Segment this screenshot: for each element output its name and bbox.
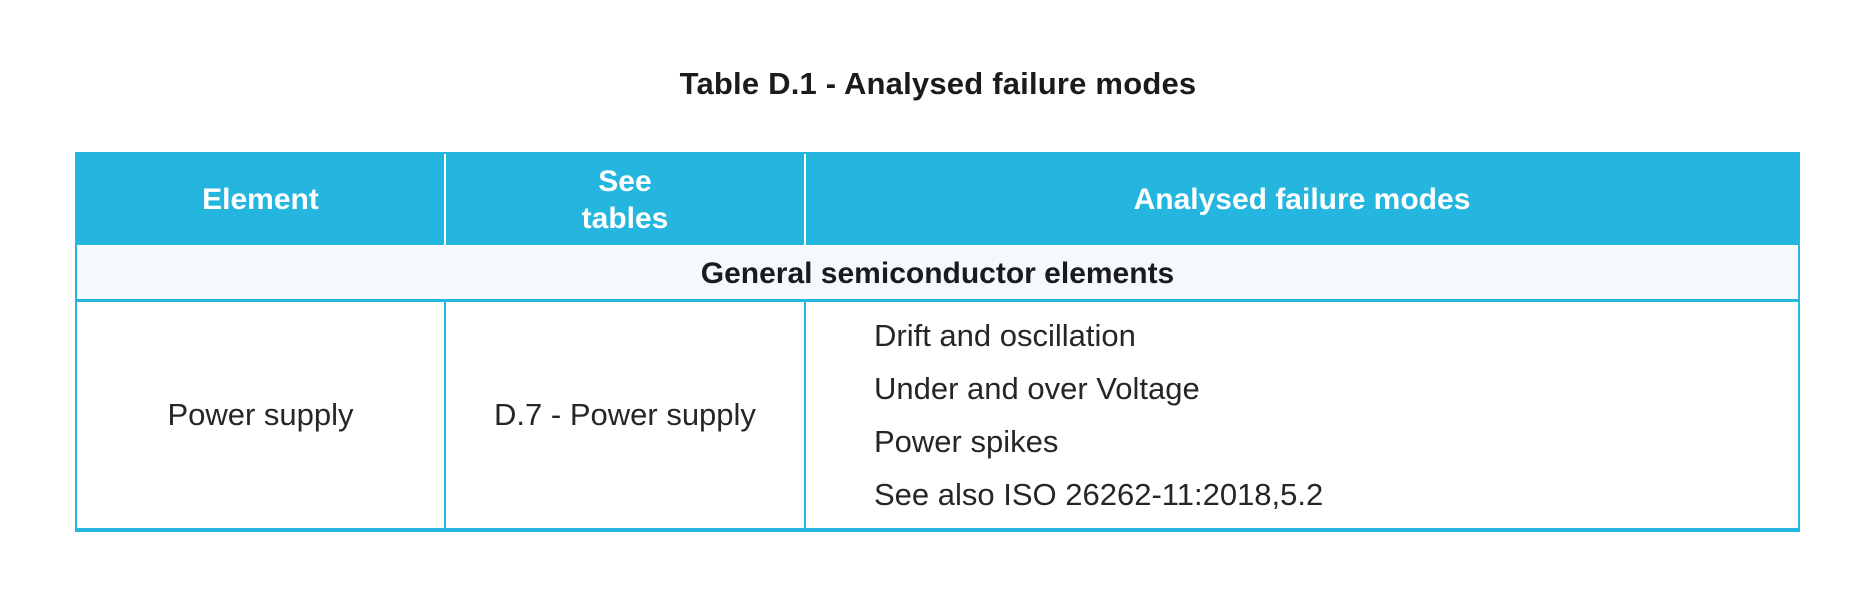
col-header-analysed-failure-modes: Analysed failure modes [1133, 183, 1471, 216]
failure-mode-line: Power spikes [874, 424, 1059, 459]
section-header-label: General semiconductor elements [700, 256, 1175, 290]
col-header-element: Element [77, 154, 446, 245]
failure-mode-line: Under and over Voltage [874, 371, 1200, 406]
cell-element: Power supply [77, 302, 446, 528]
cell-see-tables: D.7 - Power supply [446, 302, 806, 528]
failure-modes-table: Element See tables Analysed failure mode… [75, 152, 1800, 532]
table-header-row: Element See tables Analysed failure mode… [77, 154, 1798, 245]
section-header-row: General semiconductor elements [77, 245, 1798, 302]
table-row: Power supply D.7 - Power supply Drift an… [77, 302, 1798, 528]
page-title: Table D.1 - Analysed failure modes [679, 66, 1197, 101]
cell-failure-modes: Drift and oscillation Under and over Vol… [806, 302, 1798, 528]
failure-mode-line: Drift and oscillation [874, 318, 1136, 353]
col-header-see-tables: See tables [446, 154, 806, 245]
failure-mode-line: See also ISO 26262-11:2018,5.2 [874, 477, 1324, 512]
